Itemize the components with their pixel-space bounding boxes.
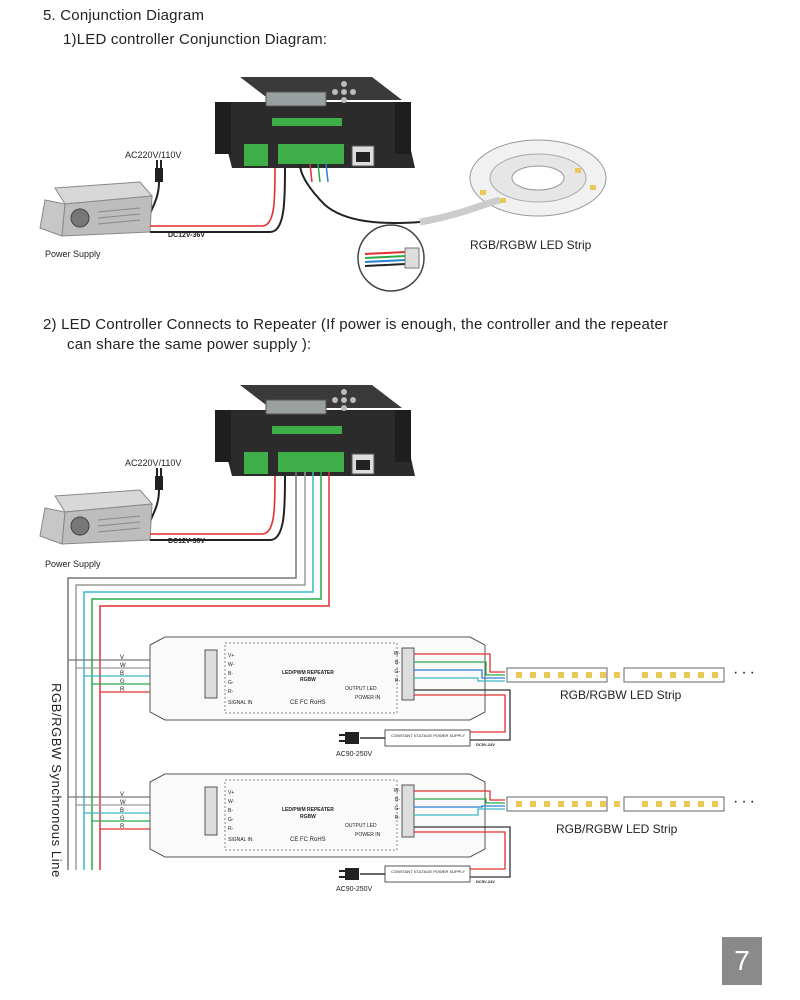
repeater-2-power-in: POWER IN <box>355 832 381 838</box>
page-number: 7 <box>722 937 762 985</box>
repeater-1-model: RGBW <box>300 677 316 683</box>
in-pin-label: W- <box>228 662 235 668</box>
repeater-1 <box>149 636 486 721</box>
cv-power-supply-1 <box>339 729 471 747</box>
subsection-1-title: 1)LED controller Conjunction Diagram: <box>63 31 328 48</box>
strip-continues-1: ··· <box>733 664 758 681</box>
repeater-2-ac-label: AC90-250V <box>336 886 373 893</box>
repeater-2-strip-label: RGB/RGBW LED Strip <box>556 822 678 836</box>
led-strip-reel-1 <box>419 139 607 226</box>
repeater-2-signal-in: SIGNAL IN <box>228 837 253 843</box>
in-pin-label: R- <box>228 689 234 695</box>
out-pin-label: B- <box>395 797 400 803</box>
repeater-1-title: LED/PWM REPEATER <box>282 670 334 676</box>
repeater-1-wire-letters: V W B G R <box>120 654 132 694</box>
wire-letter: V <box>120 655 125 661</box>
repeater-2-output-led: OUTPUT LED <box>345 823 377 829</box>
in-pin-label: G- <box>228 680 234 686</box>
subsection-2-title-line2: can share the same power supply ): <box>67 336 312 353</box>
repeater-1-out-pins: W- B- G- R- <box>376 650 400 686</box>
repeater-1-signal-in: SIGNAL IN <box>228 700 253 706</box>
wire-letter: G <box>120 816 125 822</box>
repeater-1-dc-label: DC5V-24V <box>476 742 495 747</box>
in-pin-label: B- <box>228 671 233 677</box>
out-pin-label: W- <box>393 651 400 657</box>
led-strip-1-leds <box>512 671 722 679</box>
dc-label-2: DC12V-36V <box>168 538 205 545</box>
led-strip-label-1: RGB/RGBW LED Strip <box>470 238 592 252</box>
repeater-2-in-pins: V+ W- B- G- R- <box>228 789 234 834</box>
ac-label-1: AC220V/110V <box>125 150 182 160</box>
led-strip-2-leds <box>512 800 722 808</box>
wire-letter: G <box>120 679 125 685</box>
section-title: 5. Conjunction Diagram <box>43 7 205 24</box>
wire-letter: R <box>120 687 125 693</box>
repeater-2 <box>149 773 486 858</box>
in-pin-label: V+ <box>228 653 235 659</box>
wire-letter: V <box>120 792 125 798</box>
repeater-2-cv-label: CONSTANT VOLTAGE POWER SUPPLY <box>391 869 465 874</box>
out-pin-label: W- <box>393 788 400 794</box>
wire-letter: B <box>120 808 125 814</box>
in-pin-label: V+ <box>228 790 235 796</box>
in-pin-label: B- <box>228 808 233 814</box>
subsection-2-title-line1: 2) LED Controller Connects to Repeater (… <box>43 316 669 333</box>
repeater-1-output-led: OUTPUT LED <box>345 686 377 692</box>
controller-2 <box>215 385 415 476</box>
repeater-1-in-pins: V+ W- B- G- R- <box>228 652 234 697</box>
repeater-1-ac-label: AC90-250V <box>336 751 373 758</box>
out-pin-label: G- <box>394 669 400 675</box>
wire-letter: W <box>120 663 126 669</box>
repeater-2-marks: CE FC RoHS <box>290 837 326 843</box>
power-supply-label-2: Power Supply <box>45 559 101 569</box>
connector-magnifier <box>357 224 425 292</box>
repeater-1-cv-label: CONSTANT VOLTAGE POWER SUPPLY <box>391 733 465 738</box>
out-pin-label: G- <box>394 806 400 812</box>
in-pin-label: G- <box>228 817 234 823</box>
ac-plug-2 <box>149 468 163 524</box>
wire-letter: R <box>120 824 125 830</box>
out-pin-label: R- <box>394 678 400 684</box>
wire-letter: W <box>120 800 126 806</box>
in-pin-label: W- <box>228 799 235 805</box>
in-pin-label: R- <box>228 826 234 832</box>
sync-line-label: RGB/RGBW Synchronous Line <box>49 683 64 878</box>
cv-power-supply-2 <box>339 865 471 883</box>
controller-1 <box>215 77 415 168</box>
dc-label-1: DC12V-36V <box>168 232 205 239</box>
repeater-2-wire-letters: V W B G R <box>120 791 132 831</box>
repeater-1-strip-label: RGB/RGBW LED Strip <box>560 688 682 702</box>
power-supply-2 <box>39 489 154 545</box>
ac-label-2: AC220V/110V <box>125 458 182 468</box>
repeater-1-marks: CE FC RoHS <box>290 700 326 706</box>
repeater-2-title: LED/PWM REPEATER <box>282 807 334 813</box>
repeater-2-out-pins: W- B- G- R- <box>376 787 400 823</box>
out-pin-label: B- <box>395 660 400 666</box>
power-supply-label-1: Power Supply <box>45 249 101 259</box>
repeater-2-dc-label: DC5V-24V <box>476 879 495 884</box>
repeater-1-power-in: POWER IN <box>355 695 381 701</box>
repeater-2-model: RGBW <box>300 814 316 820</box>
out-pin-label: R- <box>394 815 400 821</box>
strip-continues-2: ··· <box>733 793 758 810</box>
wire-letter: B <box>120 671 125 677</box>
